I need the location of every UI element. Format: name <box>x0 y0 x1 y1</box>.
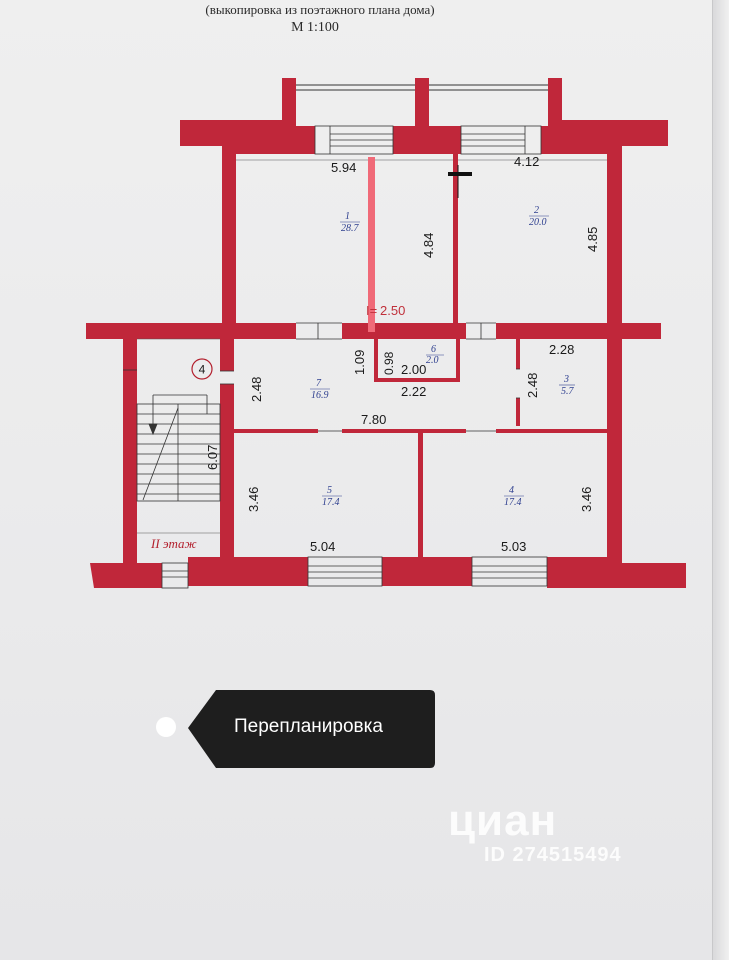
dim-room2-height: 4.85 <box>585 227 600 252</box>
room-3-area: 5.7 <box>561 386 575 397</box>
dim-room3-height: 2.48 <box>525 373 540 398</box>
stairs <box>136 394 221 502</box>
room-2-area: 20.0 <box>529 217 547 228</box>
dim-room6-height: 0.98 <box>382 351 396 375</box>
floor-label: II этаж <box>150 536 197 551</box>
windows <box>123 125 548 589</box>
document-scale: М 1:100 <box>291 20 339 35</box>
tag-dot[interactable] <box>156 717 176 737</box>
red-measure-prefix: І= <box>366 303 377 318</box>
stair-marker: 4 <box>191 358 213 380</box>
dim-room4-width: 5.03 <box>501 539 526 554</box>
watermark-logo: циан <box>448 796 558 845</box>
tag-badge <box>188 690 435 768</box>
dim-corridor-gap: 1.09 <box>352 350 367 375</box>
dim-room4-height: 3.46 <box>579 487 594 512</box>
watermark-id: ID 274515494 <box>484 844 622 866</box>
room-3-number: 3 <box>563 374 569 385</box>
room-5-number: 5 <box>327 485 332 496</box>
room-7-number: 7 <box>316 378 322 389</box>
room-5-area: 17.4 <box>322 497 340 508</box>
dim-room3-width: 2.28 <box>549 342 574 357</box>
dim-room1-height: 4.84 <box>421 233 436 258</box>
red-measure: 2.50 <box>380 303 405 318</box>
dim-top-left: 5.94 <box>331 160 356 175</box>
document-subtitle: (выкопировка из поэтажного плана дома) <box>205 2 435 17</box>
dim-top-right: 4.12 <box>514 154 539 169</box>
stair-marker-label: 4 <box>199 363 206 377</box>
room-1-area: 28.7 <box>341 223 360 234</box>
dim-room7-height: 2.48 <box>249 377 264 402</box>
paper-edge <box>712 0 729 960</box>
room-1-number: 1 <box>345 211 350 222</box>
dim-room6-width: 2.00 <box>401 362 426 377</box>
dim-room5-height: 3.46 <box>246 487 261 512</box>
tag-label[interactable]: Перепланировка <box>234 716 383 737</box>
dim-room6-outer-width: 2.22 <box>401 384 426 399</box>
interior-lines <box>137 159 607 534</box>
dim-room7-width: 7.80 <box>361 412 386 427</box>
dim-room5-width: 5.04 <box>310 539 335 554</box>
room-4-number: 4 <box>509 485 514 496</box>
dim-stair-height: 6.07 <box>205 445 220 470</box>
redevelopment-line <box>368 157 472 332</box>
room-7-area: 16.9 <box>311 390 329 401</box>
room-6-number: 6 <box>431 344 436 355</box>
room-4-area: 17.4 <box>504 497 522 508</box>
room-6-area: 2.0 <box>426 355 439 366</box>
room-2-number: 2 <box>534 205 539 216</box>
walls <box>86 78 686 588</box>
